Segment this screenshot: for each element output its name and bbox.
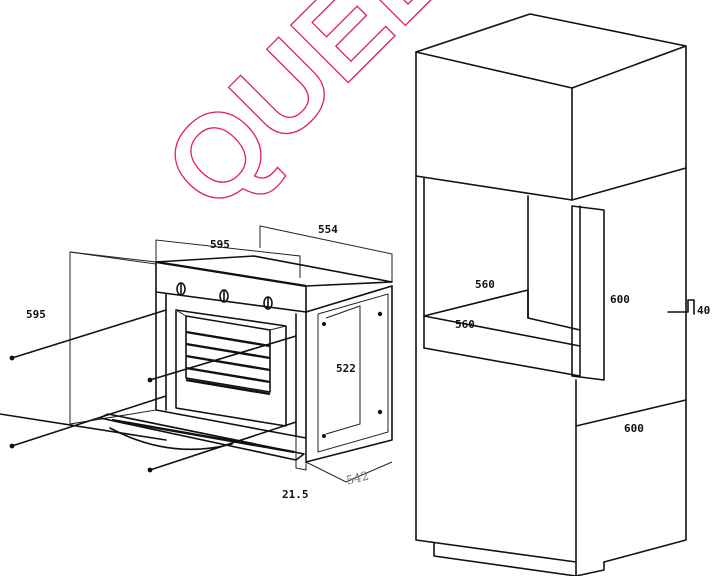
cavity-back (185, 315, 271, 393)
dim-lower-height: 600 (624, 422, 644, 435)
niche-floor-edge (423, 315, 581, 347)
cabinet-top-front (415, 51, 573, 201)
mount-hole (377, 311, 383, 317)
screw-icon (9, 355, 15, 361)
screw-icon (147, 467, 153, 473)
cavity-racks (185, 330, 271, 396)
dim-height-side: 595 (26, 308, 46, 321)
cabinet-plinth (433, 542, 605, 576)
dim-frame-body-depth (305, 461, 393, 483)
screw-line (0, 413, 167, 441)
knob-icon (176, 282, 186, 296)
knob-icon (219, 289, 229, 303)
screw-line (11, 395, 167, 447)
control-panel (155, 261, 307, 313)
dim-frame-top (69, 251, 157, 263)
oven-side-panel (317, 293, 389, 453)
niche-floor-front (423, 205, 581, 377)
screw-line (11, 309, 167, 359)
cabinet-top-face (415, 13, 687, 89)
niche-floor (423, 289, 581, 331)
door-glass (111, 418, 295, 454)
offset-bracket (667, 299, 695, 315)
knob-icon (263, 296, 273, 310)
cabinet-lower-shelf (575, 399, 687, 427)
mount-hole (377, 409, 383, 415)
dim-frame-width (155, 239, 301, 278)
tall-cabinet: 560 560 600 40 600 (415, 13, 710, 576)
control-knobs (176, 282, 273, 310)
dim-body-depth: 542 (345, 469, 371, 488)
screw-line (149, 335, 297, 381)
oven-front-frame (155, 291, 307, 439)
dim-frame-depth (259, 225, 393, 282)
cabinet-door-panel (571, 205, 605, 381)
control-panel-edge (155, 260, 307, 288)
control-panel-top (155, 255, 393, 287)
watermark: QUEE (139, 0, 476, 235)
screw-icon (147, 377, 153, 383)
dim-frame-height (69, 251, 157, 425)
oven-appliance: 554 595 595 522 542 21.5 (0, 223, 393, 501)
dim-depth-top: 554 (318, 223, 338, 236)
cabinet-lower-front (415, 349, 577, 563)
cabinet-right-side (603, 167, 687, 563)
dim-front-width: 595 (210, 238, 230, 251)
mount-hole (322, 322, 326, 326)
dim-niche-depth: 560 (475, 278, 495, 291)
cavity-corner (175, 309, 187, 317)
dim-body-height: 522 (336, 362, 356, 375)
watermark-text: QUEE (140, 0, 475, 234)
mounting-screws (0, 309, 297, 473)
screw-line (149, 421, 297, 471)
dim-front-thickness: 21.5 (282, 488, 309, 501)
dim-niche-height: 600 (610, 293, 630, 306)
cabinet-top-side (571, 45, 687, 201)
mount-hole (322, 434, 326, 438)
cavity-corner (269, 325, 287, 331)
dim-niche-width: 560 (455, 318, 475, 331)
oven-side-recess (325, 305, 361, 435)
screw-icon (9, 443, 15, 449)
dim-side-offset: 40 (697, 304, 710, 317)
